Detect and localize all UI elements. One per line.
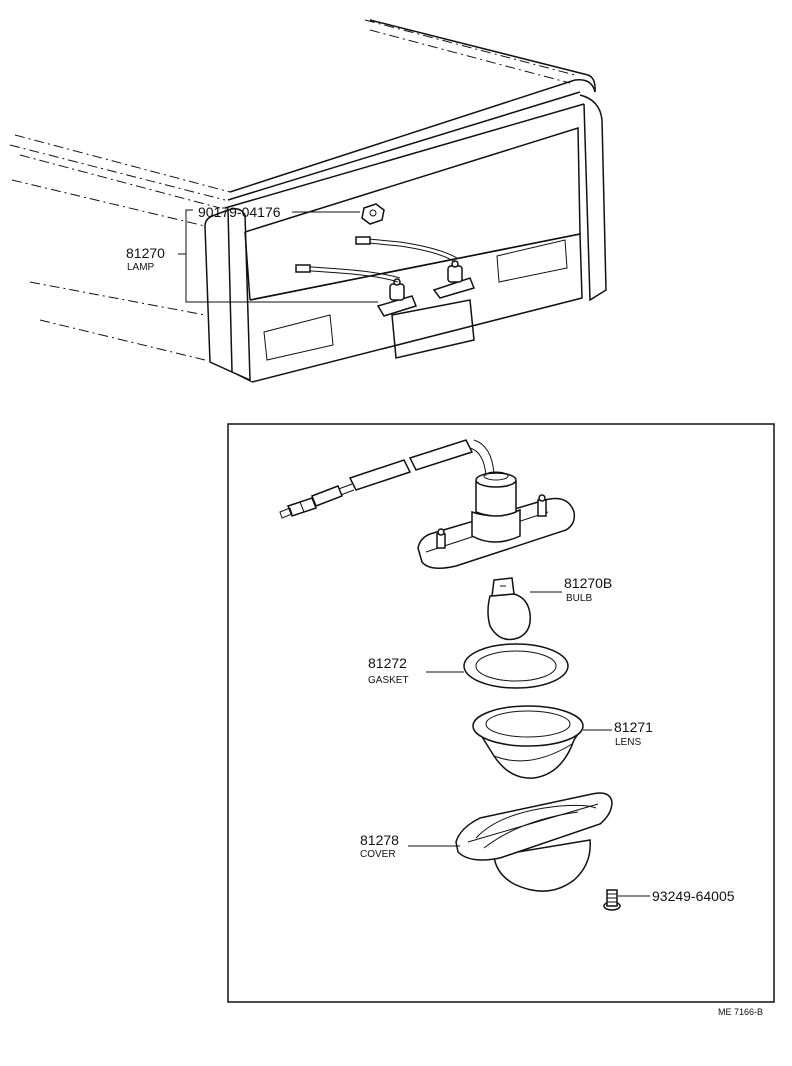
reference-code: ME 7166-B — [718, 1007, 763, 1017]
lamp-part-number: 81270 — [126, 245, 165, 261]
bulb-part-name: BULB — [566, 593, 592, 604]
tailgate-lamp-left — [376, 278, 417, 317]
tailgate-overview — [9, 19, 607, 383]
nut-icon — [361, 203, 385, 225]
gasket-icon — [463, 643, 569, 689]
bulb-icon — [487, 577, 531, 641]
lens-part-name: LENS — [615, 737, 641, 748]
cover-icon — [455, 792, 613, 892]
screw-icon — [603, 889, 621, 911]
lamp-part-name: LAMP — [127, 262, 155, 273]
screw-part-number: 93249-64005 — [652, 888, 735, 904]
detail-frame — [227, 423, 775, 1003]
cover-part-name: COVER — [360, 849, 396, 860]
gasket-part-number: 81272 — [368, 655, 407, 671]
lamp-socket-assembly — [279, 439, 576, 569]
cover-part-number: 81278 — [360, 832, 399, 848]
lens-icon — [472, 705, 584, 779]
lens-part-number: 81271 — [614, 719, 653, 735]
nut-part-number: 90179-04176 — [198, 204, 281, 220]
tailgate-lamp-right — [432, 260, 476, 299]
bulb-part-number: 81270B — [564, 575, 612, 591]
gasket-part-name: GASKET — [368, 675, 409, 686]
